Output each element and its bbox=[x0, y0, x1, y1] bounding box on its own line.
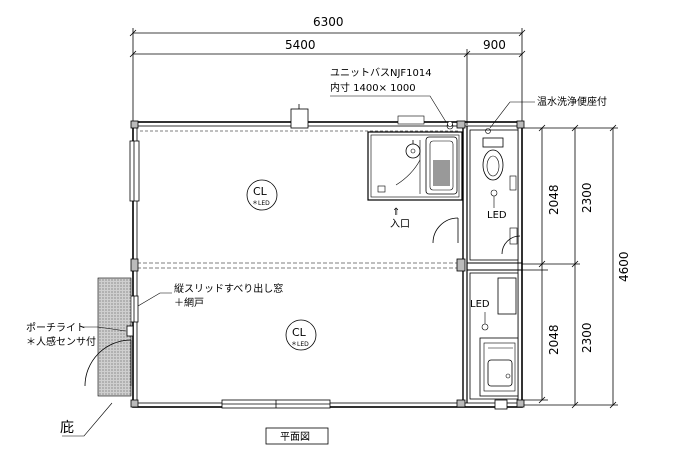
title-box bbox=[265, 427, 329, 445]
window-note-leader bbox=[137, 292, 172, 307]
entrance-door bbox=[432, 217, 459, 244]
right-dimensions bbox=[522, 124, 618, 409]
window-note-line1: 縦スリッドすべり出し窓 bbox=[174, 282, 283, 295]
dimension-right-outer-upper: 2300 bbox=[580, 182, 594, 213]
dimension-overall-depth: 4600 bbox=[617, 251, 631, 282]
dimension-right-inner-upper: 2048 bbox=[547, 184, 561, 215]
dimension-left-width: 5400 bbox=[285, 38, 316, 52]
toilet-door bbox=[501, 235, 521, 255]
ceiling-light-lower-sub: ＊LED bbox=[291, 341, 309, 348]
ceiling-light-upper-label: CL bbox=[253, 185, 268, 198]
unit-bath-note-line1: ユニットバスNJF1014 bbox=[330, 67, 432, 79]
window-left-upper bbox=[129, 140, 140, 202]
bath-tub-texture bbox=[433, 160, 450, 186]
bath-fixture bbox=[397, 115, 453, 127]
unit-bath-leader bbox=[330, 95, 454, 130]
eaves-hatch bbox=[97, 277, 132, 397]
ceiling-light-upper bbox=[246, 179, 278, 211]
bottom-right-marker bbox=[494, 399, 508, 410]
washlet-note: 温水洗浄便座付 bbox=[537, 95, 607, 108]
porch-light-note-line1: ポーチライト bbox=[26, 322, 86, 334]
corner-columns bbox=[130, 120, 525, 408]
dimension-right-width: 900 bbox=[483, 38, 506, 52]
toilet-led-light bbox=[490, 189, 498, 208]
porch-door bbox=[84, 339, 132, 387]
dimension-right-inner-lower: 2048 bbox=[547, 324, 561, 355]
ceiling-light-upper-sub: ＊LED bbox=[252, 200, 270, 207]
vent-top bbox=[290, 104, 309, 129]
entrance-label: 入口 bbox=[390, 219, 410, 230]
washlet-leader bbox=[485, 101, 535, 134]
unit-bath-note-line2: 内寸 1400× 1000 bbox=[330, 81, 416, 94]
kitchen-area bbox=[469, 272, 519, 400]
porch-light bbox=[126, 325, 134, 337]
ceiling-light-lower-label: CL bbox=[292, 326, 307, 339]
ceiling-light-lower bbox=[285, 319, 317, 351]
dimension-right-outer-lower: 2300 bbox=[580, 322, 594, 353]
window-bottom bbox=[221, 399, 331, 409]
dimension-overall-width: 6300 bbox=[313, 15, 344, 29]
window-note-line2: ＋網戸 bbox=[174, 296, 204, 309]
eaves-note: 庇 bbox=[60, 420, 74, 436]
entrance-arrow: ⇑ bbox=[392, 207, 400, 218]
porch-light-note-line2: ＊人感センサ付 bbox=[26, 335, 96, 348]
drawing-title: 平面図 bbox=[280, 431, 310, 443]
top-dimensions bbox=[129, 28, 526, 125]
toilet-led-label: LED bbox=[487, 210, 507, 221]
kitchen-led-light bbox=[481, 312, 489, 331]
porch-light-leader bbox=[82, 326, 127, 332]
kitchen-led-label: LED bbox=[470, 299, 490, 310]
eaves-leader bbox=[62, 402, 113, 437]
